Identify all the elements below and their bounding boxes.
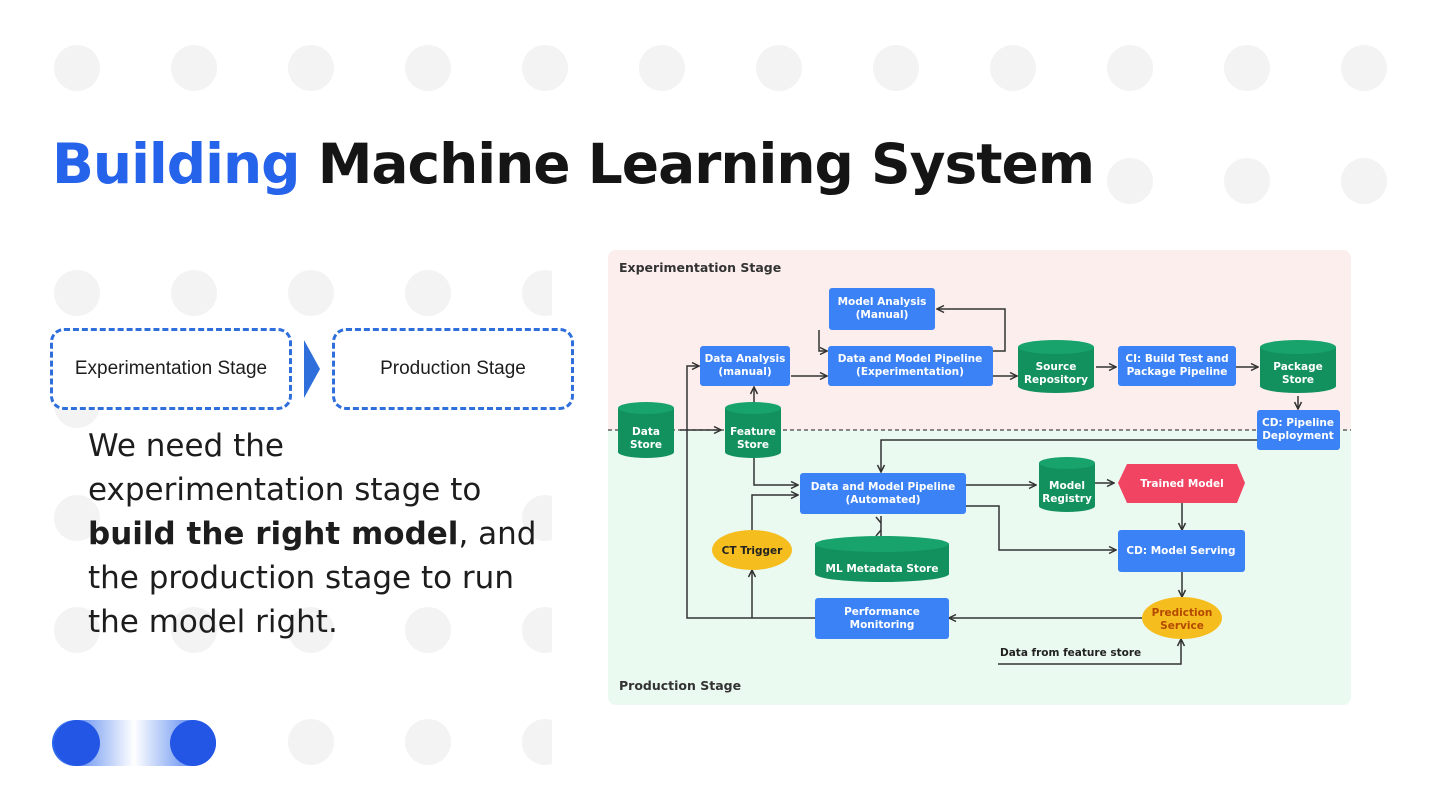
pipeline-experimentation-node: Data and Model Pipeline (Experimentation…: [828, 346, 993, 386]
svg-text:CD: Model Serving: CD: Model Serving: [1126, 545, 1235, 557]
experimentation-region: [608, 250, 1351, 430]
svg-text:Monitoring: Monitoring: [850, 619, 915, 631]
title-rest: Machine Learning System: [317, 132, 1095, 196]
svg-text:Store: Store: [1282, 374, 1314, 386]
mlops-diagram: Experimentation Stage Production Stage M…: [608, 250, 1351, 705]
feature-store: Feature Store: [725, 402, 781, 458]
model-registry-store: Model Registry: [1039, 457, 1095, 512]
svg-text:Feature: Feature: [730, 426, 776, 438]
page-title: Building Machine Learning System: [52, 132, 1095, 196]
svg-text:Performance: Performance: [844, 606, 920, 618]
pill-dot-left: [54, 720, 100, 766]
svg-text:Store: Store: [737, 439, 769, 451]
svg-text:Package: Package: [1273, 361, 1322, 373]
description-bold: build the right model: [88, 516, 459, 552]
description-part2: , and the production stage to run the mo…: [88, 516, 537, 640]
trained-model-node: Trained Model: [1118, 464, 1245, 503]
stage-arrow-icon: [304, 340, 320, 398]
performance-monitoring-node: Performance Monitoring: [815, 598, 949, 639]
experimentation-stage-label: Experimentation Stage: [74, 358, 268, 379]
production-region-label: Production Stage: [619, 678, 741, 693]
package-store: Package Store: [1260, 340, 1336, 393]
svg-text:Data Analysis: Data Analysis: [705, 353, 786, 365]
model-analysis-node: Model Analysis (Manual): [829, 288, 935, 330]
dot-row: [54, 45, 1387, 91]
svg-text:(Experimentation): (Experimentation): [856, 366, 964, 378]
svg-text:(manual): (manual): [718, 366, 771, 378]
svg-text:Store: Store: [630, 439, 662, 451]
svg-text:Prediction: Prediction: [1152, 607, 1213, 619]
svg-text:Data and Model Pipeline: Data and Model Pipeline: [811, 481, 956, 493]
svg-text:Data and Model Pipeline: Data and Model Pipeline: [838, 353, 983, 365]
svg-text:Package Pipeline: Package Pipeline: [1127, 366, 1228, 378]
pipeline-automated-node: Data and Model Pipeline (Automated): [800, 473, 966, 514]
ct-trigger-node: CT Trigger: [712, 530, 792, 570]
title-accent: Building: [52, 132, 301, 196]
svg-text:CI: Build Test and: CI: Build Test and: [1125, 353, 1228, 365]
production-stage-label: Production Stage: [380, 358, 526, 379]
description-part1: We need the experimentation stage to: [88, 428, 482, 508]
svg-text:Model Analysis: Model Analysis: [838, 296, 927, 308]
svg-text:(Automated): (Automated): [845, 494, 920, 506]
model-serving-node: CD: Model Serving: [1118, 530, 1245, 572]
description-text: We need the experimentation stage to bui…: [88, 424, 548, 644]
data-from-feature-store-label: Data from feature store: [1000, 647, 1141, 659]
cd-pipeline-deployment-node: CD: Pipeline Deployment: [1257, 410, 1340, 450]
svg-text:Deployment: Deployment: [1262, 430, 1334, 442]
svg-text:Registry: Registry: [1042, 493, 1092, 505]
prediction-service-node: Prediction Service: [1142, 597, 1222, 639]
svg-text:Model: Model: [1049, 480, 1085, 492]
data-store: Data Store: [618, 402, 674, 458]
production-stage-box: Production Stage: [332, 328, 574, 410]
ml-metadata-store: ML Metadata Store: [815, 536, 949, 582]
svg-text:(Manual): (Manual): [856, 309, 909, 321]
svg-text:Trained Model: Trained Model: [1140, 478, 1224, 490]
ci-build-node: CI: Build Test and Package Pipeline: [1118, 346, 1236, 386]
experimentation-region-label: Experimentation Stage: [619, 260, 781, 275]
svg-text:Repository: Repository: [1024, 374, 1088, 386]
pill-dot-right: [170, 720, 216, 766]
svg-text:ML Metadata Store: ML Metadata Store: [826, 563, 939, 575]
data-analysis-node: Data Analysis (manual): [700, 346, 790, 386]
svg-text:CT Trigger: CT Trigger: [722, 545, 783, 557]
svg-text:Source: Source: [1036, 361, 1077, 373]
svg-text:Service: Service: [1160, 620, 1204, 632]
svg-text:Data: Data: [632, 426, 660, 438]
svg-text:CD: Pipeline: CD: Pipeline: [1262, 417, 1334, 429]
source-repository-store: Source Repository: [1018, 340, 1094, 393]
experimentation-stage-box: Experimentation Stage: [50, 328, 292, 410]
